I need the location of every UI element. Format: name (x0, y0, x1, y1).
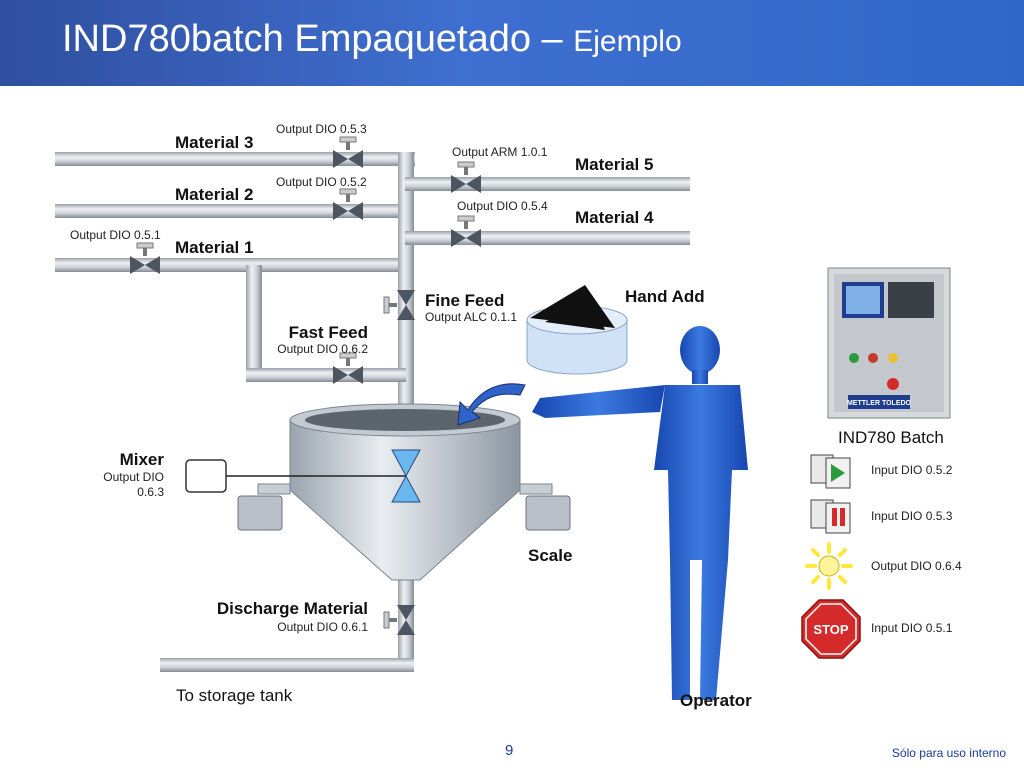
valve-fast-feed (333, 352, 363, 384)
label-material3: Material 3 (175, 133, 253, 152)
operator-figure (532, 326, 748, 700)
output-alc-011: Output ALC 0.1.1 (425, 310, 517, 324)
control-label-stop: Input DIO 0.5.1 (871, 621, 953, 635)
scale-load-cell-right (519, 483, 571, 531)
slide-header: IND780batch Empaquetado – Ejemplo (0, 0, 1024, 86)
label-scale: Scale (528, 546, 572, 565)
scale-load-cell-left (237, 483, 291, 531)
output-dio-061: Output DIO 0.6.1 (277, 620, 368, 634)
label-material4: Material 4 (575, 208, 654, 227)
mixer-output-line1: Output DIO (103, 470, 164, 484)
footer-note: Sólo para uso interno (891, 746, 1006, 760)
pause-icon (810, 499, 851, 534)
valve-material4 (451, 215, 481, 247)
panel-brand: METTLER TOLEDO (847, 400, 912, 407)
output-dio-054: Output DIO 0.5.4 (457, 199, 548, 213)
control-label-pause: Input DIO 0.5.3 (871, 509, 953, 523)
control-label-start: Input DIO 0.5.2 (871, 463, 953, 477)
output-dio-052: Output DIO 0.5.2 (276, 175, 367, 189)
valve-material1 (130, 242, 160, 274)
title-sub: Ejemplo (573, 25, 682, 58)
output-arm-101: Output ARM 1.0.1 (452, 145, 548, 159)
output-dio-062: Output DIO 0.6.2 (277, 342, 368, 356)
control-label-light: Output DIO 0.6.4 (871, 559, 962, 573)
stop-icon: STOP (801, 599, 861, 659)
label-material5: Material 5 (575, 155, 653, 174)
valves (130, 136, 481, 635)
valve-material2 (333, 188, 363, 220)
page-number: 9 (505, 742, 514, 759)
ind780-terminal: METTLER TOLEDO (827, 267, 951, 419)
output-dio-053: Output DIO 0.5.3 (276, 122, 367, 136)
valve-fine-feed (383, 290, 415, 320)
label-fine-feed: Fine Feed (425, 291, 504, 310)
label-material2: Material 2 (175, 185, 253, 204)
label-material1: Material 1 (175, 238, 253, 257)
label-hand-add: Hand Add (625, 287, 705, 306)
hand-add-container (457, 285, 628, 426)
light-icon (805, 542, 853, 590)
start-icon (810, 454, 851, 489)
label-discharge: Discharge Material (217, 599, 368, 618)
valve-discharge (383, 605, 415, 635)
output-dio-051: Output DIO 0.5.1 (70, 228, 161, 242)
valve-material5 (451, 161, 481, 193)
slide-title: IND780batch Empaquetado – Ejemplo (62, 18, 682, 61)
stop-sign-text: STOP (813, 622, 848, 637)
label-storage-tank: To storage tank (176, 686, 293, 705)
process-diagram: METTLER TOLEDO STOP Material 3 Material … (55, 122, 962, 710)
valve-material3 (333, 136, 363, 168)
mixer (185, 449, 421, 503)
label-operator: Operator (680, 691, 752, 710)
label-fast-feed: Fast Feed (289, 323, 368, 342)
label-terminal: IND780 Batch (838, 428, 944, 447)
mixer-output-line2: 0.6.3 (137, 485, 164, 499)
title-main: IND780batch Empaquetado – (62, 18, 563, 60)
label-mixer: Mixer (120, 450, 165, 469)
